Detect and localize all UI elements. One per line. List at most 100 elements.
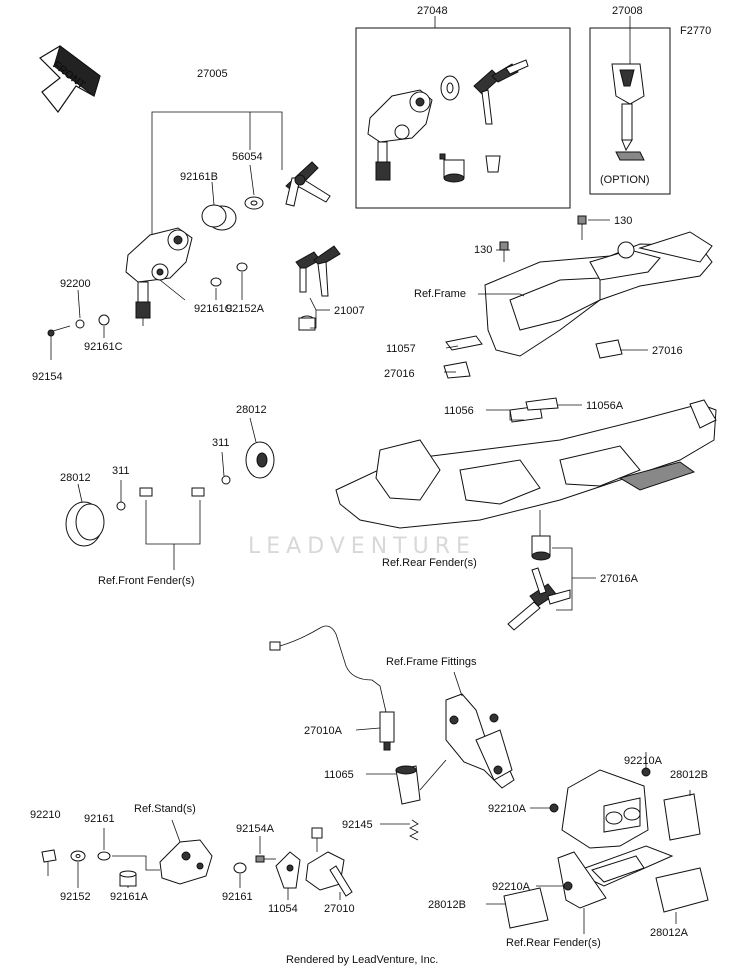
label-28012B-b: 28012B [428, 899, 466, 911]
option-label: (OPTION) [600, 174, 650, 186]
ignition-switch-27048 [367, 89, 433, 181]
label-92145: 92145 [342, 819, 373, 831]
key-27005 [285, 161, 331, 207]
lock-cylinder-27048 [439, 153, 501, 183]
label-28012-left: 28012 [60, 472, 91, 484]
label-11056A: 11056A [586, 400, 624, 412]
washer-92161C [210, 262, 248, 287]
label-92161-b: 92161 [222, 891, 253, 903]
washer-56054 [244, 196, 264, 210]
label-27016-a: 27016 [384, 368, 415, 380]
leader-27016A-bracket [552, 547, 573, 611]
reflector-28012B-b [503, 887, 549, 929]
holder-11057 [445, 335, 483, 351]
label-311-b: 311 [212, 437, 230, 449]
key-blank-27008 [611, 63, 645, 152]
bracket-11054 [275, 851, 301, 889]
leader-ref-front-fender-bracket [145, 500, 201, 545]
label-27005: 27005 [197, 68, 228, 80]
nut-311-a [116, 487, 153, 511]
label-11065: 11065 [324, 769, 354, 781]
leader-21007-bracket [309, 297, 317, 329]
collar-92161B [201, 204, 237, 231]
watermark: LEADVENTURE [248, 534, 476, 559]
label-92210A-a: 92210A [624, 755, 663, 767]
label-27016A: 27016A [600, 573, 639, 585]
leader-92161B [211, 181, 215, 206]
label-27008: 27008 [612, 5, 643, 17]
frame-fitting [445, 693, 515, 789]
label-92210A-c: 92210A [492, 881, 531, 893]
leader-11057 [445, 345, 459, 349]
label-92161B: 92161B [180, 171, 218, 183]
rear-fender-plate [557, 769, 674, 909]
label-130-b: 130 [614, 215, 632, 227]
label-ref-front-fender: Ref.Front Fender(s) [98, 575, 195, 587]
switch-cable-27010A [269, 625, 395, 751]
washer-27048 [440, 75, 460, 101]
label-28012-top: 28012 [236, 404, 267, 416]
cap-28012-a [65, 501, 105, 547]
leader-92200 [77, 289, 81, 319]
collar-11065 [395, 765, 421, 805]
label-ref-rear-fender-a: Ref.Rear Fender(s) [382, 557, 477, 569]
plug-92210 [41, 849, 57, 863]
key-set-21007 [295, 245, 341, 331]
stand-switch-27010 [305, 827, 353, 897]
leader-28012-a [77, 483, 83, 503]
spring-92145 [409, 819, 419, 841]
lock-cylinder-27016A [531, 535, 551, 561]
leader-92161C-link [159, 279, 186, 301]
leader-27010A [355, 727, 381, 731]
label-311-a: 311 [112, 465, 130, 477]
leader-ref-stand [171, 819, 181, 843]
label-92210A-b: 92210A [488, 803, 527, 815]
label-92161A: 92161A [110, 891, 149, 903]
front-arrow-icon: FRONT [39, 45, 101, 114]
figure-code: F2770 [680, 25, 711, 37]
label-28012A: 28012A [650, 927, 689, 939]
washer-92161-a [97, 851, 111, 861]
label-92161C-a: 92161C [84, 341, 123, 353]
label-92152: 92152 [60, 891, 91, 903]
leader-11056 [486, 409, 524, 421]
washer-92161-b [233, 862, 247, 874]
label-21007: 21007 [334, 305, 365, 317]
rear-fender-body [335, 399, 717, 529]
bolt-92154A [255, 855, 276, 863]
label-11056: 11056 [444, 405, 474, 417]
label-27048: 27048 [417, 5, 448, 17]
leader-311-b [221, 451, 225, 477]
label-27010: 27010 [324, 903, 355, 915]
washer-92152 [70, 850, 86, 862]
label-92161C-b: 92161C [194, 303, 233, 315]
label-ref-frame: Ref.Frame [414, 288, 466, 300]
leader-27005 [151, 111, 283, 235]
label-56054: 56054 [232, 151, 263, 163]
keys-27048 [473, 59, 529, 125]
label-ref-frame-fittings: Ref.Frame Fittings [386, 656, 477, 668]
label-92161-a: 92161 [84, 813, 115, 825]
bracket-27016-a [443, 361, 471, 379]
bracket-27016-b [595, 339, 623, 359]
label-92200: 92200 [60, 278, 91, 290]
ignition-switch-assembly [125, 227, 193, 326]
label-92154: 92154 [32, 371, 63, 383]
label-92152A: 92152A [226, 303, 265, 315]
label-ref-stand: Ref.Stand(s) [134, 803, 196, 815]
label-ref-rear-fender-b: Ref.Rear Fender(s) [506, 937, 601, 949]
leader-ref-frame-fittings [453, 671, 463, 697]
holder-11056A [525, 397, 559, 411]
footer-credit: Rendered by LeadVenture, Inc. [286, 954, 438, 966]
stand-bracket [159, 839, 213, 885]
nut-311-b [191, 475, 231, 497]
label-92210: 92210 [30, 809, 61, 821]
leader-stand-link [112, 855, 160, 871]
key-blank-shape [615, 151, 645, 161]
cap-28012-b [245, 441, 275, 479]
label-11057: 11057 [386, 343, 416, 355]
label-92154A: 92154A [236, 823, 275, 835]
bolt-92154 [47, 314, 110, 337]
label-11054: 11054 [268, 903, 298, 915]
